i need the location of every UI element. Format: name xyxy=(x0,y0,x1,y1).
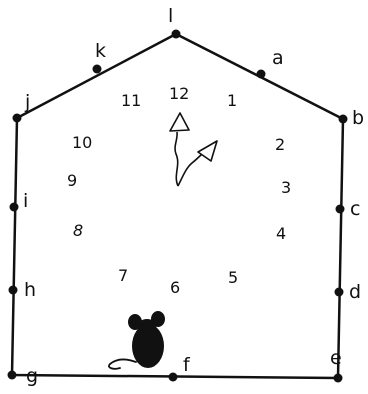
clock-number-10: 10 xyxy=(72,133,92,152)
dot-k xyxy=(93,65,102,74)
minute-hand-arrowhead xyxy=(198,141,217,161)
dot-g xyxy=(8,371,17,380)
vertex-labels: l a b c d e f g h i j k xyxy=(23,5,364,387)
label-e: e xyxy=(330,347,342,369)
label-k: k xyxy=(95,40,106,62)
clock-number-6: 6 xyxy=(170,278,180,297)
hour-hand xyxy=(175,132,178,186)
clock-number-9: 9 xyxy=(67,171,77,190)
minute-hand xyxy=(178,152,204,186)
clock-number-7: 7 xyxy=(118,266,128,285)
clock-number-11: 11 xyxy=(121,91,141,110)
clock-number-2: 2 xyxy=(275,135,285,154)
clock-number-1: 1 xyxy=(227,91,237,110)
dot-h xyxy=(9,286,18,295)
label-c: c xyxy=(350,198,360,220)
hour-hand-arrowhead xyxy=(170,113,189,131)
dot-f xyxy=(169,373,178,382)
label-d: d xyxy=(349,281,361,303)
label-g: g xyxy=(26,365,38,387)
label-h: h xyxy=(24,279,36,301)
dot-i xyxy=(10,203,19,212)
mouse-tail xyxy=(109,360,136,369)
dot-l xyxy=(172,30,181,39)
label-j: j xyxy=(24,91,30,113)
clock-number-3: 3 xyxy=(281,178,291,197)
label-f: f xyxy=(183,354,191,376)
clock-number-5: 5 xyxy=(228,268,238,287)
label-i: i xyxy=(23,190,28,212)
label-a: a xyxy=(272,47,284,69)
label-l: l xyxy=(168,5,173,27)
dot-e xyxy=(334,374,343,383)
dot-j xyxy=(13,114,22,123)
mouse-body xyxy=(132,324,164,368)
clock-number-12: 12 xyxy=(169,84,189,103)
clock-number-8: 8 xyxy=(73,221,83,240)
clock-hands xyxy=(170,113,217,186)
vertex-dots xyxy=(8,30,348,383)
dot-d xyxy=(335,288,344,297)
clock-number-4: 4 xyxy=(276,224,286,243)
label-b: b xyxy=(352,107,364,129)
dot-c xyxy=(336,205,345,214)
mouse-icon xyxy=(109,311,165,369)
dot-a xyxy=(257,70,266,79)
dot-b xyxy=(339,115,348,124)
